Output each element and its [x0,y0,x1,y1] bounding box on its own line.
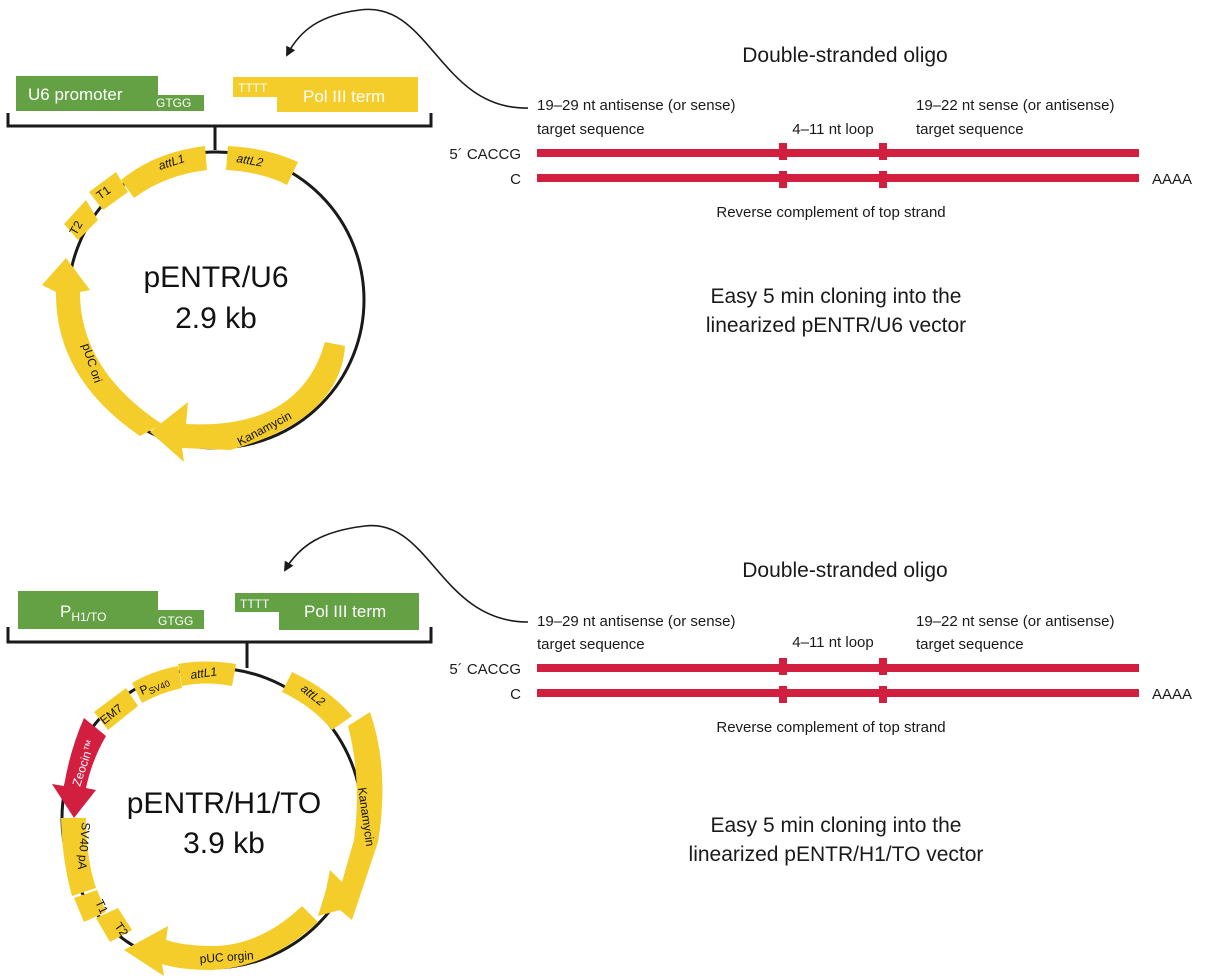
loop-label: 4–11 nt loop [792,634,873,651]
bottom-strand-right: AAAA [1152,686,1192,703]
antisense-label-line2: target sequence [537,121,645,138]
attl1-segment [178,661,236,686]
gtgg-overhang-label: GTGG [156,96,191,110]
ph1to-promoter-label: PH1/TO [60,602,106,624]
antisense-label-line2: target sequence [537,636,645,653]
pol3-term-box [277,77,418,112]
sv40pa-label: SV40 pA [75,822,93,870]
t1-segment [89,172,128,210]
plasmid-name: pENTR/H1/TO [127,787,322,820]
puc-origin-arrow [124,906,318,976]
puc-origin-label: pUC orgin [199,948,254,966]
insertion-arrow [283,524,529,623]
panel-1: U6 promoter GTGG TTTT Pol III term attL1… [6,8,1192,462]
reverse-complement-label: Reverse complement of top strand [716,719,945,736]
insertion-bracket [6,627,433,644]
attl2-label: attL2 [235,151,264,169]
psv40-segment [132,666,182,703]
bottom-strand-left: C [510,686,521,703]
u6-promoter-label: U6 promoter [28,85,123,104]
oligo-title: Double-stranded oligo [742,44,947,67]
t1-segment [74,890,106,922]
top-strand [537,149,1139,157]
strand-gap-right [879,160,887,171]
caption-line2: linearized pENTR/H1/TO vector [689,843,984,866]
plasmid-name: pENTR/U6 [143,261,288,294]
attl2-segment [282,672,352,730]
sense-label-line1: 19–22 nt sense (or antisense) [916,613,1114,630]
t2-label: T2 [66,218,85,237]
ph1to-promoter-box [18,591,158,629]
sv40pa-segment [61,818,96,896]
insertion-arrow [286,8,529,109]
pol3-term-label: Pol III term [304,602,386,621]
sense-label-line1: 19–22 nt sense (or antisense) [916,97,1114,114]
sense-label-line2: target sequence [916,636,1024,653]
pol3-term-label: Pol III term [303,87,385,106]
strand-gap-left [779,675,787,686]
bottom-strand [537,174,1139,182]
strand-gap-right [879,675,887,686]
insertion-bracket [6,113,433,128]
strand-gap-left [779,160,787,171]
plasmid-size: 3.9 kb [183,827,265,860]
tttt-overhang-box [235,593,281,612]
t2-segment [64,200,98,240]
t2-segment [96,908,132,942]
gtgg-overhang-label: GTGG [158,614,193,628]
attl2-segment [226,146,298,185]
attl1-label: attL1 [189,664,217,682]
top-strand-5prime: 5´ CACCG [449,661,521,678]
antisense-label-line1: 19–29 nt antisense (or sense) [537,97,735,114]
bottom-strand-left: C [510,171,521,188]
kanamycin-arrow [150,342,345,462]
t1-label: T1 [92,897,111,916]
panel-2: PH1/TO GTGG TTTT Pol III term attL1 P SV4… [6,524,1192,976]
kanamycin-arrow [318,712,383,920]
em7-segment [94,688,138,730]
plasmid-size: 2.9 kb [175,302,257,335]
loop-label: 4–11 nt loop [792,121,873,138]
zeocin-arrow [52,718,106,818]
top-strand [537,664,1139,672]
tttt-overhang-label: TTTT [238,81,268,95]
top-strand-5prime: 5´ CACCG [449,146,521,163]
antisense-label-line1: 19–29 nt antisense (or sense) [537,613,735,630]
gtgg-overhang-box [150,610,204,629]
attl1-segment [121,146,207,198]
oligo-title: Double-stranded oligo [742,559,947,582]
u6-promoter-box [16,76,158,111]
puc-ori-arrow [42,258,162,436]
bottom-strand-right: AAAA [1152,171,1192,188]
tttt-overhang-label: TTTT [240,597,270,611]
pol3-term-box [279,593,419,630]
caption-line1: Easy 5 min cloning into the [711,814,962,837]
gtgg-overhang-box [150,95,204,111]
sense-label-line2: target sequence [916,121,1024,138]
ph1to-subscript: H1/TO [71,610,106,624]
reverse-complement-label: Reverse complement of top strand [716,204,945,221]
bottom-strand [537,689,1139,697]
tttt-overhang-box [233,77,279,97]
caption-line2: linearized pENTR/U6 vector [706,314,966,337]
ph1to-main: P [60,602,71,621]
caption-line1: Easy 5 min cloning into the [711,285,962,308]
